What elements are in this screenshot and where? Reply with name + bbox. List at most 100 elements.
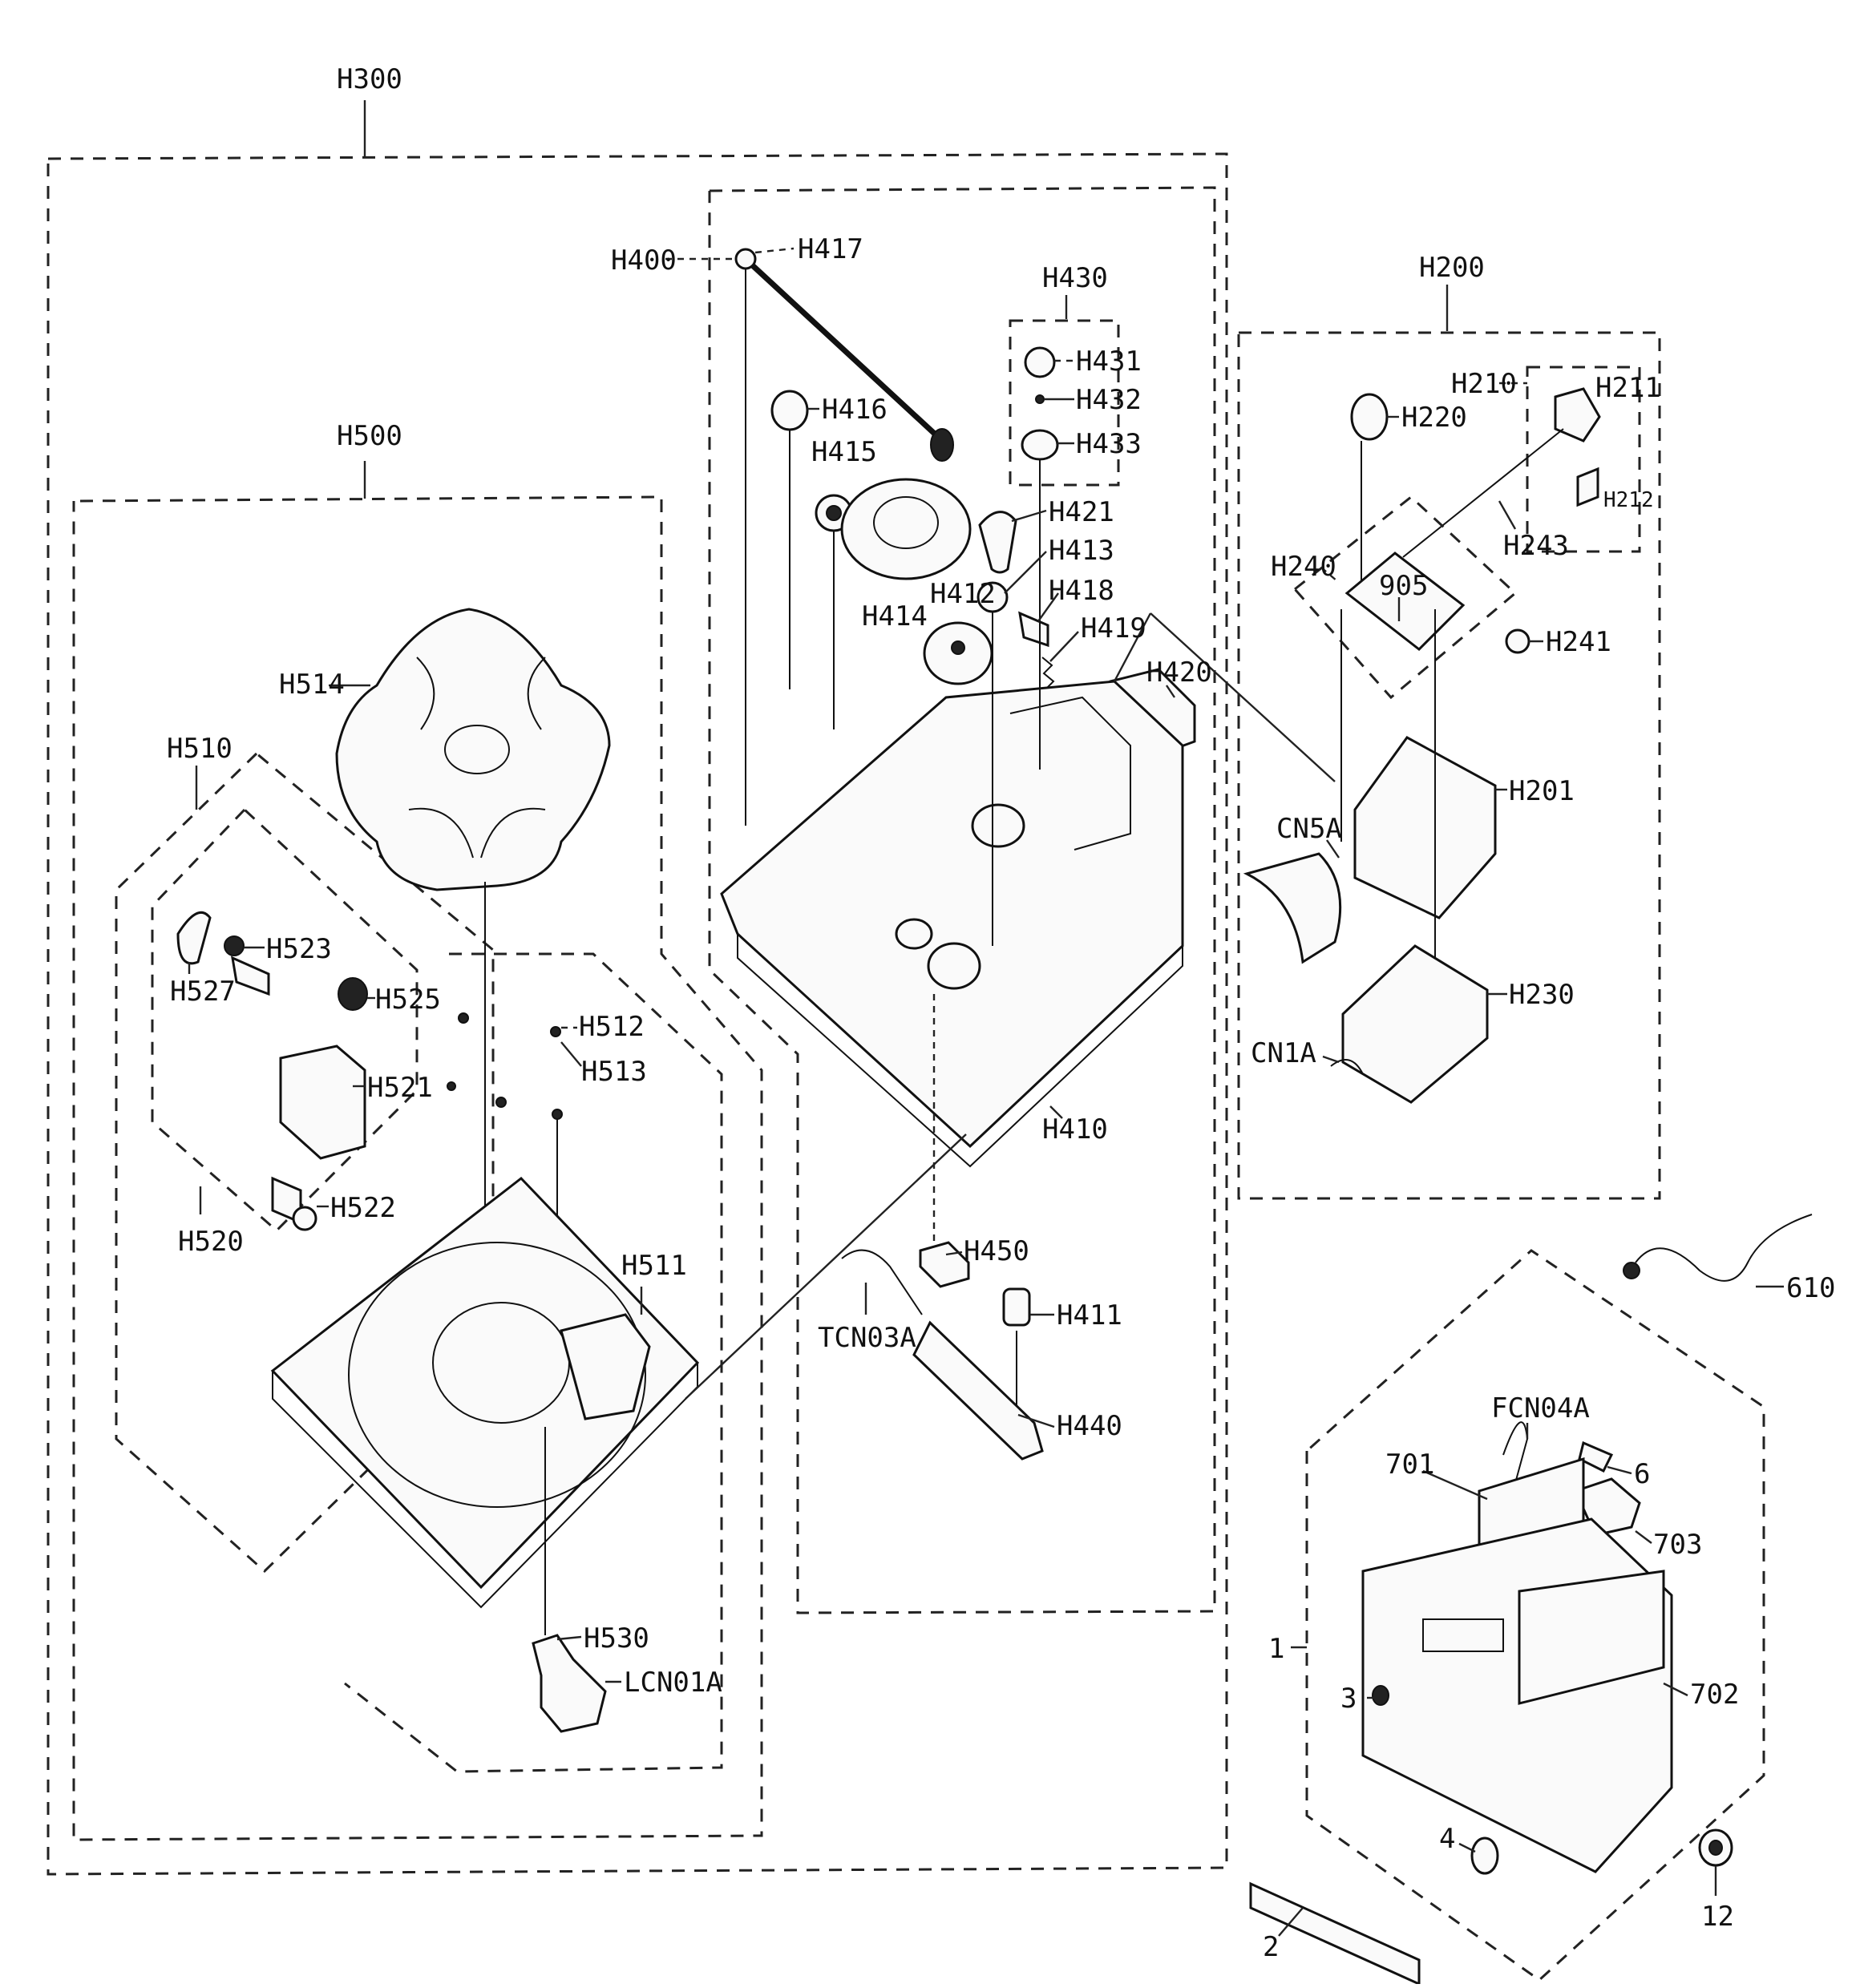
label-h415: H415	[811, 436, 877, 468]
part-610-cord	[1635, 1214, 1813, 1282]
label-4: 4	[1439, 1823, 1455, 1855]
part-12-foot-inner	[1708, 1840, 1723, 1856]
label-h414: H414	[862, 600, 928, 632]
part-3-button	[1372, 1685, 1389, 1706]
leader-h418	[1037, 592, 1059, 622]
label-6: 6	[1634, 1458, 1650, 1490]
part-h415-inner	[826, 505, 842, 521]
label-h432: H432	[1076, 384, 1142, 416]
part-h421-cam	[978, 511, 1017, 574]
h500-changer	[176, 608, 700, 1733]
label-cn1a: CN1A	[1251, 1037, 1316, 1069]
front-panel-display	[1422, 1618, 1504, 1652]
leader-h450	[945, 1251, 963, 1256]
label-h412: H412	[930, 578, 996, 610]
part-h410-chassis	[720, 680, 1184, 1149]
chassis-gear-b	[927, 942, 981, 990]
part-h513-pin	[552, 1109, 563, 1120]
leader-h240	[1320, 567, 1338, 582]
label-h201: H201	[1509, 775, 1575, 807]
part-h220-motor	[1350, 393, 1389, 441]
label-2: 2	[1263, 1931, 1279, 1963]
leader-h420	[1166, 685, 1175, 698]
h514-slot-a	[416, 657, 435, 730]
part-h201-frame	[1353, 736, 1497, 919]
label-fcn04a: FCN04A	[1491, 1392, 1590, 1424]
label-610: 610	[1786, 1272, 1835, 1304]
label-h212: H212	[1603, 488, 1654, 512]
part-h230-board	[1341, 944, 1489, 1104]
label-h230: H230	[1509, 979, 1575, 1011]
part-h514-tray	[335, 608, 611, 891]
label-h421: H421	[1049, 496, 1114, 528]
label-h240: H240	[1271, 551, 1336, 583]
label-h520: H520	[178, 1226, 244, 1258]
label-h527: H527	[170, 976, 236, 1008]
part-h530-board	[532, 1634, 607, 1733]
label-h522: H522	[330, 1192, 396, 1224]
part-h511-edge	[272, 1363, 698, 1609]
part-h419-spring	[1041, 657, 1055, 690]
part-h414-gear	[840, 478, 972, 580]
leader-6	[1607, 1465, 1632, 1475]
belt-h417	[745, 258, 940, 439]
leader-702	[1663, 1682, 1688, 1697]
part-h212-clip	[1576, 467, 1599, 507]
label-h514: H514	[279, 669, 345, 701]
h511-mechanism	[560, 1313, 651, 1420]
label-h200: H200	[1419, 252, 1485, 284]
leader-h417	[754, 247, 795, 254]
label-h430: H430	[1042, 262, 1108, 294]
leader-h413	[1004, 551, 1047, 594]
label-lcn01a: LCN01A	[624, 1667, 722, 1699]
leader-lines	[188, 100, 1784, 1937]
part-h450-board	[919, 1241, 970, 1288]
part-h432	[1035, 394, 1045, 404]
h210-boundary	[1526, 366, 1641, 553]
leader-h421	[1011, 509, 1047, 523]
label-h510: H510	[167, 733, 232, 765]
leader-h243	[1498, 500, 1517, 530]
leader-4	[1458, 1842, 1476, 1853]
label-h523: H523	[266, 933, 332, 965]
label-703: 703	[1653, 1529, 1702, 1561]
part-h240-board	[1292, 495, 1518, 700]
h514-slot-d	[480, 807, 546, 859]
h511-disc-bay	[348, 1242, 646, 1508]
cable-h410-h201	[1113, 612, 1152, 682]
label-h525: H525	[375, 984, 441, 1016]
h514-hub	[444, 725, 510, 774]
front-panel	[1249, 1214, 1813, 1986]
part-h243-rail	[1402, 428, 1564, 558]
part-h440-board	[912, 1320, 1044, 1461]
part-fcn04a-cable	[1502, 1421, 1529, 1484]
h510-boundary	[115, 752, 495, 1574]
pulley-h417	[734, 248, 757, 270]
label-h411: H411	[1057, 1299, 1122, 1331]
screw-a	[458, 1012, 469, 1024]
leader-h440	[1017, 1413, 1055, 1428]
h400-mechanism	[720, 248, 1196, 1461]
h200-loader	[1243, 387, 1601, 1104]
part-h431	[1024, 346, 1056, 378]
h514-slot-b	[527, 657, 546, 730]
h520-boundary	[151, 808, 418, 1233]
part-h241-pulley	[1505, 628, 1530, 654]
part-h211-bracket	[1554, 387, 1601, 442]
leader-2	[1278, 1907, 1304, 1937]
label-h530: H530	[584, 1622, 649, 1655]
label-h210: H210	[1451, 368, 1517, 400]
part-cn5a-cable	[1243, 852, 1342, 964]
label-h500: H500	[337, 420, 402, 452]
part-h523-gear	[224, 935, 245, 956]
label-h241: H241	[1546, 626, 1611, 658]
leader-h530	[556, 1635, 582, 1641]
chassis-rack	[1009, 696, 1131, 851]
label-h440: H440	[1057, 1410, 1122, 1442]
label-h450: H450	[964, 1235, 1029, 1267]
h400-boundary	[708, 186, 1216, 1614]
h511-boundary	[344, 952, 723, 1773]
leader-cn1a	[1322, 1055, 1340, 1064]
